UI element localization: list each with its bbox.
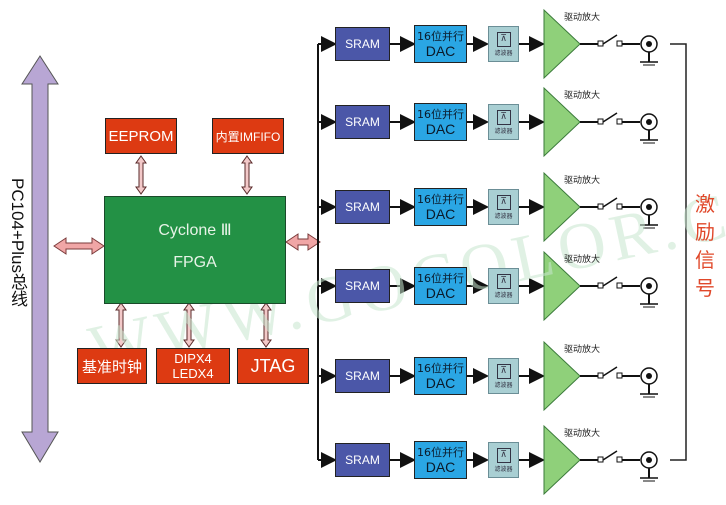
amp-label: 驱动放大 — [564, 429, 601, 439]
amplifier-triangle — [543, 424, 581, 496]
dip-label: DIPX4 — [174, 351, 212, 366]
fpga-block: Cyclone Ⅲ FPGA — [104, 196, 286, 304]
switch-lever — [602, 34, 618, 45]
amplifier-triangle — [543, 250, 581, 322]
filter-block: ⊼ 滤波器 — [488, 189, 519, 225]
dac-label-bottom: DAC — [425, 43, 456, 59]
dip-led-block: DIPX4 LEDX4 — [156, 348, 230, 384]
switch-lever — [602, 276, 618, 287]
bus-arrow — [21, 55, 59, 463]
led-label: LEDX4 — [172, 366, 214, 381]
peripheral-links — [115, 155, 272, 348]
amplifier-triangle — [543, 8, 581, 80]
amp-label: 驱动放大 — [564, 91, 601, 101]
sram-block: SRAM — [335, 190, 390, 224]
filter-label: 滤波器 — [494, 212, 513, 220]
dac-label-bottom: DAC — [425, 375, 456, 391]
dac-label-bottom: DAC — [425, 121, 456, 137]
filter-icon: ⊼ — [496, 273, 511, 289]
output-terminal-core — [646, 457, 652, 463]
output-terminal-core — [646, 283, 652, 289]
filter-icon: ⊼ — [496, 447, 511, 463]
filter-icon: ⊼ — [496, 109, 511, 125]
switch-contact — [597, 118, 604, 125]
dac-label-top: 16位并行 — [417, 193, 464, 206]
switch-contact — [597, 456, 604, 463]
bus-label: PC104+Plus总线 — [8, 178, 27, 307]
filter-label: 滤波器 — [494, 381, 513, 389]
filter-label: 滤波器 — [494, 291, 513, 299]
dac-label-top: 16位并行 — [417, 446, 464, 459]
switch-contact — [616, 282, 623, 289]
dac-label-top: 16位并行 — [417, 108, 464, 121]
dac-label-bottom: DAC — [425, 206, 456, 222]
switch-lever — [602, 112, 618, 123]
amp-label: 驱动放大 — [564, 255, 601, 265]
dac-label-bottom: DAC — [425, 285, 456, 301]
switch-lever — [602, 366, 618, 377]
fpga-line1: Cyclone Ⅲ — [158, 222, 232, 239]
switch-contact — [616, 40, 623, 47]
switch-contact — [616, 118, 623, 125]
switch-contact — [616, 456, 623, 463]
amp-label: 驱动放大 — [564, 13, 601, 23]
sram-block: SRAM — [335, 105, 390, 139]
sram-block: SRAM — [335, 27, 390, 61]
switch-contact — [597, 282, 604, 289]
amplifier-triangle — [543, 86, 581, 158]
output-signal-label: 激励信号 — [695, 192, 715, 300]
filter-icon: ⊼ — [496, 31, 511, 47]
dac-label-top: 16位并行 — [417, 362, 464, 375]
eeprom-block: EEPROM — [105, 118, 177, 154]
filter-block: ⊼ 滤波器 — [488, 104, 519, 140]
sram-block: SRAM — [335, 269, 390, 303]
switch-contact — [597, 372, 604, 379]
amp-label: 驱动放大 — [564, 176, 601, 186]
dac-label-top: 16位并行 — [417, 30, 464, 43]
output-terminal-core — [646, 41, 652, 47]
bus-fpga-link — [53, 237, 105, 255]
switch-contact — [597, 40, 604, 47]
switch-lever — [602, 450, 618, 461]
filter-icon: ⊼ — [496, 194, 511, 210]
fpga-channel-link — [285, 233, 321, 251]
sram-block: SRAM — [335, 443, 390, 477]
amp-label: 驱动放大 — [564, 345, 601, 355]
filter-label: 滤波器 — [494, 465, 513, 473]
jtag-block: JTAG — [237, 348, 309, 384]
switch-lever — [602, 197, 618, 208]
sram-block: SRAM — [335, 359, 390, 393]
fifo-block: 内置IMFIFO — [212, 118, 284, 154]
dac-label-top: 16位并行 — [417, 272, 464, 285]
output-terminal-core — [646, 119, 652, 125]
filter-block: ⊼ 滤波器 — [488, 442, 519, 478]
filter-label: 滤波器 — [494, 127, 513, 135]
filter-block: ⊼ 滤波器 — [488, 358, 519, 394]
filter-block: ⊼ 滤波器 — [488, 268, 519, 304]
dac-label-bottom: DAC — [425, 459, 456, 475]
output-terminal-core — [646, 204, 652, 210]
fpga-line2: FPGA — [173, 254, 217, 271]
output-terminal-core — [646, 373, 652, 379]
output-bracket — [670, 43, 687, 461]
switch-contact — [616, 372, 623, 379]
amplifier-triangle — [543, 340, 581, 412]
filter-block: ⊼ 滤波器 — [488, 26, 519, 62]
filter-icon: ⊼ — [496, 363, 511, 379]
filter-label: 滤波器 — [494, 49, 513, 57]
amplifier-triangle — [543, 171, 581, 243]
clock-block: 基准时钟 — [77, 348, 147, 384]
